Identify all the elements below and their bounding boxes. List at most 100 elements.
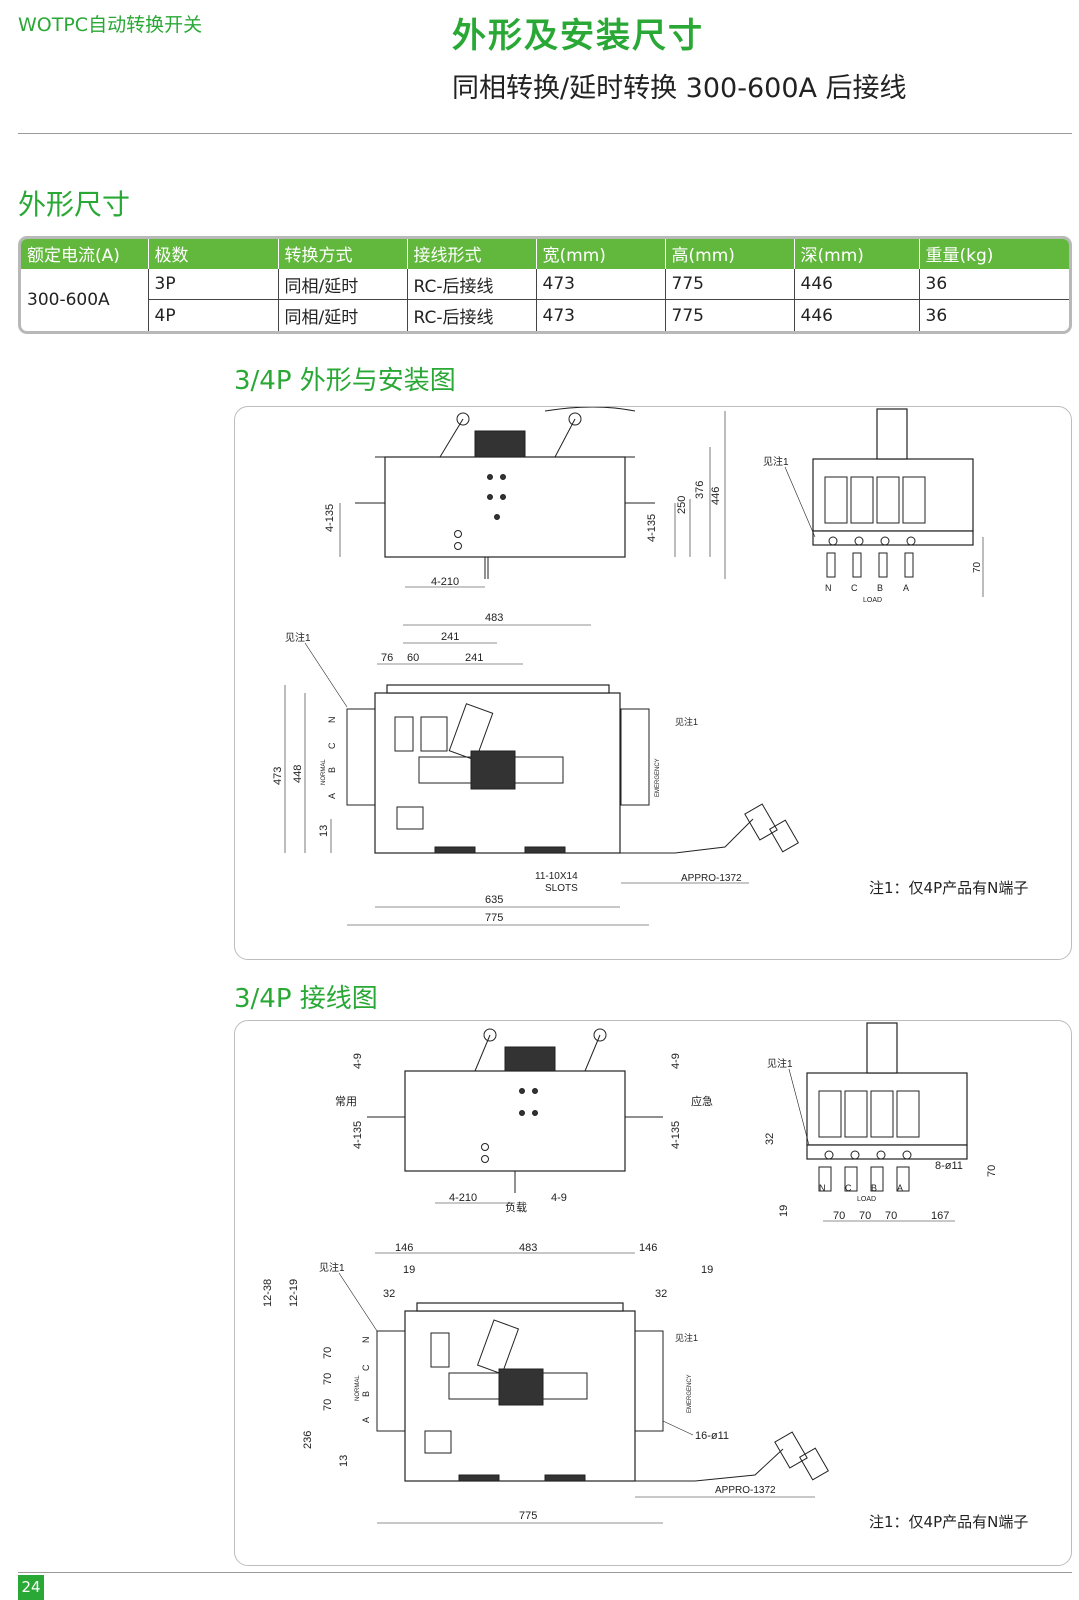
slots-label: SLOTS <box>545 883 578 894</box>
drawing-note: 注1：仅4P产品有N端子 <box>869 879 1029 897</box>
dim-70-d: 70 <box>885 1210 897 1222</box>
dim-635: 635 <box>485 894 503 906</box>
col-header-poles: 极数 <box>148 239 279 269</box>
front-view: 483 241 76 60 241 473 448 13 <box>272 612 799 926</box>
phase-b: B <box>877 583 883 593</box>
dim-448: 448 <box>292 765 304 783</box>
dim-775: 775 <box>485 912 503 924</box>
side-b: B <box>327 767 337 773</box>
page-subtitle: 同相转换/延时转换 300-600A 后接线 <box>452 73 907 104</box>
cell-mode: 同相/延时 <box>278 299 408 331</box>
cell-depth: 446 <box>794 268 920 300</box>
dim-4-9-right: 4-9 <box>670 1053 682 1069</box>
dim-16-11: 16-ø11 <box>695 1430 729 1442</box>
dim-32-a: 32 <box>383 1288 395 1300</box>
dim-236: 236 <box>302 1431 314 1449</box>
dim-241b: 241 <box>465 652 483 664</box>
end-view-wiring: 见注1 32 19 70 8-ø11 N C B A LOAD 70 70 70… <box>764 1022 998 1222</box>
dim-70-end-wiring: 70 <box>986 1165 998 1177</box>
see-note-front: 见注1 <box>285 631 311 644</box>
phase-b-wiring: B <box>871 1183 877 1193</box>
load-label-wiring: LOAD <box>857 1196 876 1203</box>
cell-current: 300-600A <box>21 268 149 331</box>
dim-70-g: 70 <box>322 1399 334 1411</box>
cell-weight: 36 <box>925 274 948 295</box>
dim-32-b: 32 <box>655 1288 667 1300</box>
load-label: LOAD <box>863 597 882 604</box>
spec-table: 额定电流(A) 极数 转换方式 接线形式 宽(mm) 高(mm) 深(mm) 重… <box>21 239 1069 331</box>
end-view: 70 见注1 N C B A LOAD <box>763 408 984 604</box>
cell-depth: 446 <box>794 299 920 331</box>
phase-n-wiring: N <box>819 1183 826 1193</box>
see-note-label: 见注1 <box>763 455 789 468</box>
dim-70-e: 70 <box>322 1347 334 1359</box>
phase-c: C <box>851 583 858 593</box>
dim-70-f: 70 <box>322 1373 334 1385</box>
brand-label: WOTPC自动转换开关 <box>18 14 203 36</box>
col-header-height: 高(mm) <box>665 239 795 269</box>
page-number: 24 <box>18 1575 44 1600</box>
cell-mode: 同相/延时 <box>278 268 408 300</box>
appro-label-wiring: APPRO-1372 <box>715 1485 776 1496</box>
col-header-width: 宽(mm) <box>536 239 666 269</box>
front-view-wiring: 146 483 146 19 19 32 32 12-38 12-19 见注1 … <box>262 1242 829 1524</box>
side-a-wiring: A <box>361 1417 371 1423</box>
appro-label: APPRO-1372 <box>681 873 742 884</box>
spec-table-frame: 额定电流(A) 极数 转换方式 接线形式 宽(mm) 高(mm) 深(mm) 重… <box>18 236 1072 334</box>
phase-n: N <box>825 583 832 593</box>
side-a: A <box>327 793 337 799</box>
load-cn-label: 负载 <box>505 1200 527 1214</box>
dim-4-135-left: 4-135 <box>324 504 336 532</box>
normal-label-wiring: NORMAL <box>355 1375 361 1401</box>
header-divider <box>18 133 1072 134</box>
drawing-title-outline: 3/4P 外形与安装图 <box>234 366 456 396</box>
dim-4-135-left-wiring: 4-135 <box>352 1121 364 1149</box>
dim-8-11: 8-ø11 <box>935 1160 963 1172</box>
wiring-drawing: 4-210 4-9 4-9 4-9 4-135 4-135 常用 应急 负载 见… <box>262 1022 998 1524</box>
dim-376: 376 <box>694 481 706 499</box>
phase-c-wiring: C <box>845 1183 852 1193</box>
dim-4-135-right-wiring: 4-135 <box>670 1121 682 1149</box>
dim-19-b: 19 <box>701 1264 713 1276</box>
dim-483: 483 <box>485 612 503 624</box>
cell-poles: 4P <box>148 299 279 331</box>
cell-width: 473 <box>536 268 666 300</box>
cell-wiring: RC-后接线 <box>407 268 537 300</box>
footer-divider <box>18 1572 1072 1573</box>
emergency-cn-label: 应急 <box>691 1094 713 1108</box>
dim-483-wiring: 483 <box>519 1242 537 1254</box>
cell-height: 775 <box>665 268 795 300</box>
col-header-current: 额定电流(A) <box>21 239 149 269</box>
see-note-right-wiring: 见注1 <box>675 1332 698 1343</box>
dim-70-c: 70 <box>859 1210 871 1222</box>
dim-19-end: 19 <box>778 1205 790 1217</box>
dim-13-wiring: 13 <box>338 1455 350 1467</box>
phase-a-wiring: A <box>897 1183 903 1193</box>
dim-76: 76 <box>381 652 393 664</box>
side-n: N <box>327 717 337 724</box>
dim-4-210: 4-210 <box>431 576 459 588</box>
dim-60: 60 <box>407 652 419 664</box>
side-view: 4-135 4-135 250 376 446 4-210 <box>324 407 726 588</box>
see-note-right: 见注1 <box>675 716 698 727</box>
dim-4-9-left: 4-9 <box>352 1053 364 1069</box>
table-row: 300-600A 3P 同相/延时 RC-后接线 473 775 446 36 <box>21 268 1069 331</box>
dim-19-a: 19 <box>403 1264 415 1276</box>
side-n-wiring: N <box>361 1337 371 1344</box>
dim-241a: 241 <box>441 631 459 643</box>
slots-size: 11-10X14 <box>535 871 578 882</box>
dim-13: 13 <box>318 825 330 837</box>
dim-4-210-wiring: 4-210 <box>449 1192 477 1204</box>
col-header-weight: 重量(kg) <box>919 239 1069 269</box>
cell-width: 473 <box>536 299 666 331</box>
drawing-panel-outline: 4-135 4-135 250 376 446 4-210 70 见注1 N <box>234 406 1072 960</box>
table-row: 4P 同相/延时 RC-后接线 473 775 446 36 <box>21 299 1069 331</box>
dim-167: 167 <box>931 1210 949 1222</box>
cell-weight: 36 <box>919 299 1069 331</box>
see-note-front-wiring: 见注1 <box>319 1261 345 1274</box>
col-header-mode: 转换方式 <box>278 239 408 269</box>
drawing-title-wiring: 3/4P 接线图 <box>234 984 378 1014</box>
dim-775-wiring: 775 <box>519 1510 537 1522</box>
col-header-depth: 深(mm) <box>794 239 920 269</box>
dim-146-a: 146 <box>395 1242 413 1254</box>
